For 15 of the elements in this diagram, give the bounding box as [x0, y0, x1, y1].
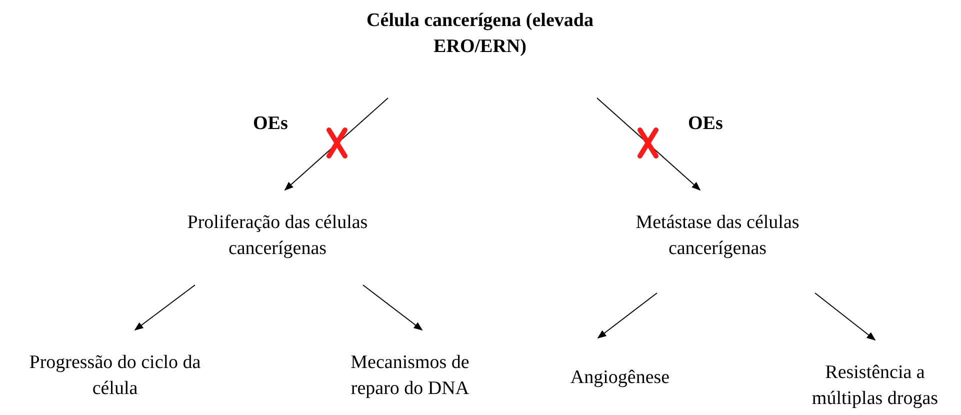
node-text: Mecanismos de reparo do DNA — [350, 351, 470, 401]
node-text: Resistência a múltiplas drogas — [810, 361, 940, 411]
arrow — [596, 98, 701, 191]
arrow — [814, 292, 876, 341]
node-text: Proliferação das células cancerígenas — [186, 211, 369, 261]
node-text: Progressão do ciclo da célula — [28, 351, 202, 401]
edge-label: OEs — [253, 113, 288, 135]
arrow — [284, 98, 388, 191]
arrow — [597, 292, 658, 339]
node-text: Metástase das células cancerígenas — [634, 211, 800, 261]
arrow — [134, 284, 196, 331]
edge-label: OEs — [688, 113, 723, 135]
arrow — [362, 284, 423, 331]
node-text: Angiogênese — [569, 366, 671, 390]
node-text: Célula cancerígena (elevada ERO/ERN) — [366, 9, 594, 59]
